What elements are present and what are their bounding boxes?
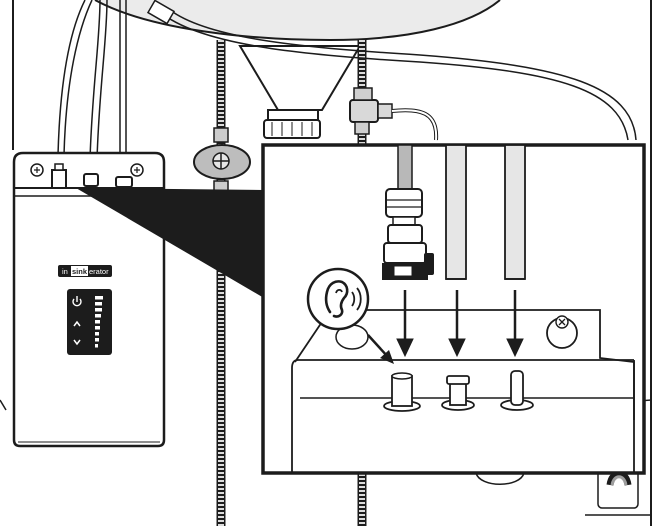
level-segment: [95, 296, 103, 300]
temperature-level-bars: [95, 296, 103, 348]
ear-icon: [306, 267, 394, 364]
brand-prefix: in: [62, 267, 68, 276]
brand-highlight: sink: [72, 267, 88, 276]
level-segment: [95, 320, 100, 324]
arrow-down-icon: [396, 290, 524, 358]
brand-suffix: erator: [89, 267, 109, 276]
valve-knob: [193, 144, 251, 194]
zoom-inset: [261, 143, 646, 485]
power-icon[interactable]: [72, 296, 82, 307]
tank-fitting-right: [115, 176, 133, 188]
level-segment: [95, 302, 102, 306]
detail-port-middle: [441, 375, 475, 411]
tank-fitting-left: [51, 169, 67, 189]
drain-cone: [238, 45, 362, 111]
detail-port-right: [500, 370, 534, 411]
sink-basin: [94, 0, 501, 139]
level-segment: [95, 308, 102, 312]
level-segment: [95, 344, 98, 348]
level-segment: [95, 338, 99, 342]
level-segment: [95, 326, 100, 330]
compression-fitting: [382, 144, 434, 280]
brand-logo: in sink erator: [58, 265, 112, 277]
detail-port-left: [383, 372, 421, 412]
chevron-up-icon[interactable]: [73, 320, 81, 327]
level-segment: [95, 332, 99, 336]
control-panel: [67, 289, 112, 355]
chevron-down-icon[interactable]: [73, 339, 81, 346]
zoom-wedge: [76, 188, 264, 298]
detail-tubes: [445, 144, 526, 280]
dispenser-tubes: [57, 0, 637, 162]
level-segment: [95, 314, 101, 318]
tank-fitting-middle: [83, 173, 99, 187]
shutoff-valve: [349, 87, 439, 141]
